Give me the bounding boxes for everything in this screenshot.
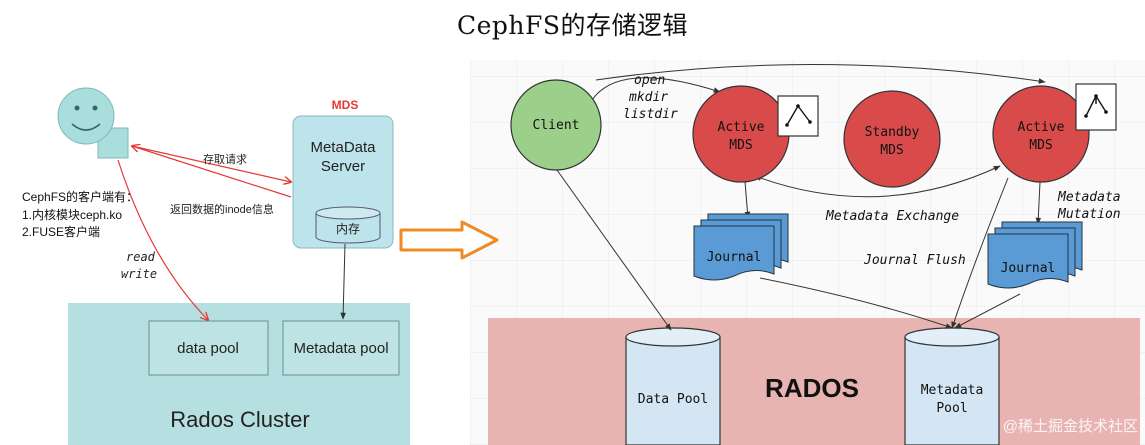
server-label-line2: Server xyxy=(321,158,365,175)
mds1-to-journal-arrow xyxy=(744,181,751,219)
mds-label: MDS xyxy=(332,98,359,112)
memory-cylinder xyxy=(315,206,381,244)
client-user-icon xyxy=(57,87,129,159)
client-node xyxy=(510,79,602,171)
journal-1-label: Journal xyxy=(707,250,762,265)
transition-arrow xyxy=(399,220,499,260)
mds2-to-journal-arrow xyxy=(1035,181,1042,225)
client-to-active1-arrow xyxy=(591,77,721,101)
rados-band xyxy=(488,318,1140,445)
client-node-label: Client xyxy=(533,118,580,133)
tree-icon xyxy=(777,95,819,137)
journal2-to-pool-arrow xyxy=(954,293,1021,329)
metadata-pool-label-line2: Pool xyxy=(936,401,967,416)
op-mkdir: mkdir xyxy=(628,90,668,105)
mutation-label-line2: Mutation xyxy=(1057,207,1121,222)
data-pool-label-right: Data Pool xyxy=(638,392,708,407)
tree-icon xyxy=(1075,83,1117,131)
op-listdir: listdir xyxy=(623,107,678,122)
data-pool-box xyxy=(148,320,269,376)
client-type-fuse: 2.FUSE客户端 xyxy=(22,224,100,239)
client-to-datapool-arrow xyxy=(556,169,672,331)
metadata-exchange-arrow xyxy=(754,165,1001,198)
active-mds-1-line2: MDS xyxy=(729,138,752,153)
request-label: 存取请求 xyxy=(203,152,247,166)
journal-2-label: Journal xyxy=(1001,261,1056,276)
request-arrow xyxy=(131,145,291,182)
standby-mds xyxy=(843,90,941,188)
metadata-pool-cylinder xyxy=(904,327,1000,445)
write-label: write xyxy=(121,267,157,281)
journal-1-stack xyxy=(693,213,789,281)
mutation-label-line1: Metadata xyxy=(1057,190,1121,205)
standby-mds-line2: MDS xyxy=(880,143,903,158)
metadata-pool-label: Metadata pool xyxy=(293,340,388,357)
page-title: CephFS的存储逻辑 xyxy=(456,11,688,40)
mds2-to-pool-arrow xyxy=(951,177,1009,329)
client-to-active2-arrow xyxy=(595,64,1046,84)
standby-mds-line1: Standby xyxy=(865,125,920,140)
op-open: open xyxy=(634,73,665,88)
server-to-pool-arrow xyxy=(340,243,346,320)
client-type-kernel: 1.内核模块ceph.ko xyxy=(22,208,122,222)
read-label: read xyxy=(126,250,156,264)
data-pool-label: data pool xyxy=(177,340,239,357)
watermark: @稀土掘金技术社区 xyxy=(1003,418,1138,435)
metadata-pool-box xyxy=(282,320,400,376)
reply-label: 返回数据的inode信息 xyxy=(170,202,274,216)
server-label-line1: MetaData xyxy=(310,139,376,156)
journal-2-stack xyxy=(987,221,1083,289)
active-mds-2-line1: Active xyxy=(1018,120,1065,135)
rados-label: RADOS xyxy=(765,373,859,403)
active-mds-1-line1: Active xyxy=(718,120,765,135)
journal-flush-label: Journal Flush xyxy=(863,253,966,268)
memory-label: 内存 xyxy=(336,222,360,236)
client-types-title: CephFS的客户端有： xyxy=(22,189,138,204)
active-mds-2 xyxy=(992,85,1090,183)
journal-flush-arrow xyxy=(759,277,953,329)
active-mds-2-line2: MDS xyxy=(1029,138,1052,153)
reply-arrow xyxy=(132,146,292,198)
data-pool-cylinder xyxy=(625,327,721,445)
metadata-exchange-label: Metadata Exchange xyxy=(825,209,959,224)
rados-cluster-label: Rados Cluster xyxy=(170,407,309,432)
metadata-pool-label-line1: Metadata xyxy=(921,383,984,398)
read-write-arrow xyxy=(117,159,208,320)
